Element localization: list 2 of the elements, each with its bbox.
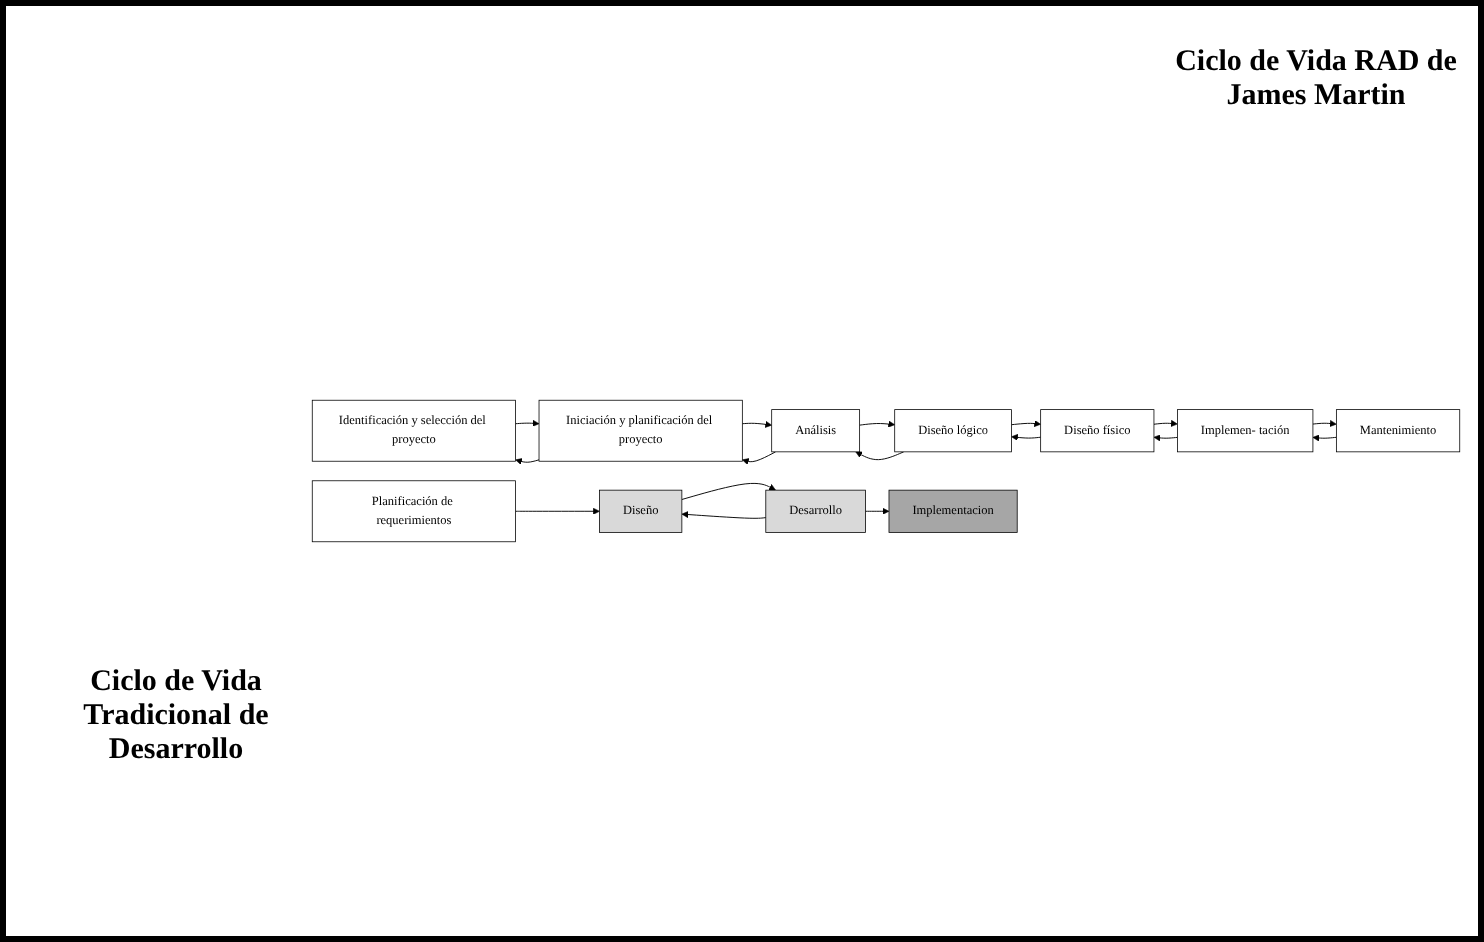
diagram-heading: Ciclo de Vida Tradicional de Desarrollo bbox=[81, 666, 271, 768]
diagram-heading: Ciclo de Vida RAD de James Martin bbox=[1173, 46, 1459, 114]
